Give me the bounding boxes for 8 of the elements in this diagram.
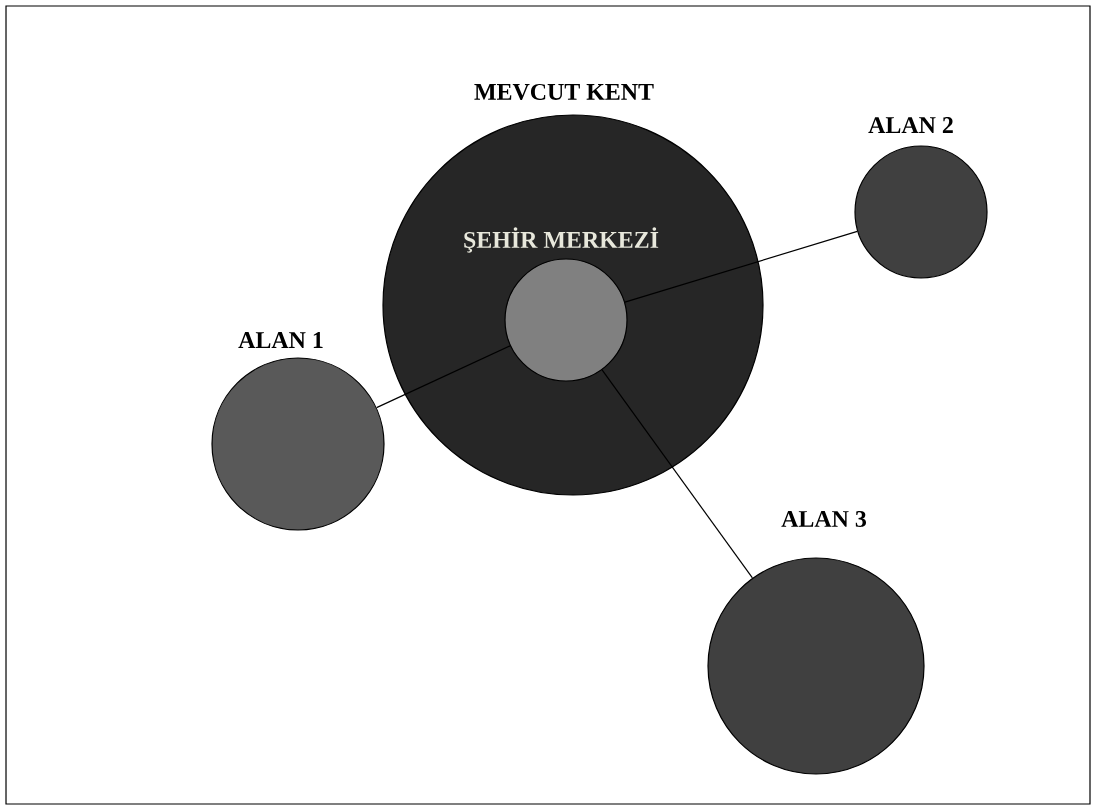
connector-line: [376, 345, 511, 409]
area-label: ŞEHİR MERKEZİ: [464, 227, 659, 253]
connector-line: [624, 230, 858, 303]
area-label: ALAN 3: [781, 510, 866, 528]
area-label: ALAN 2: [868, 117, 953, 133]
connector-line: [601, 369, 753, 579]
area-label: ALAN 1: [238, 332, 323, 348]
area-label: MEVCUT KENT: [474, 83, 654, 101]
